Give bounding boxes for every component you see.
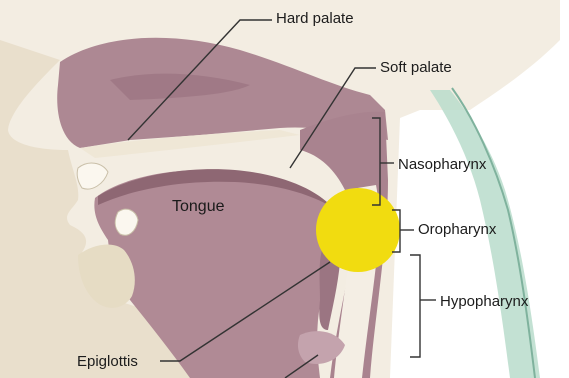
bracket-hypopharynx [410, 255, 420, 357]
label-tongue: Tongue [172, 198, 225, 216]
label-oropharynx: Oropharynx [418, 221, 496, 239]
oropharynx-highlight [316, 188, 400, 272]
label-nasopharynx: Nasopharynx [398, 156, 486, 174]
label-soft-palate: Soft palate [380, 59, 452, 77]
label-hypopharynx: Hypopharynx [440, 293, 528, 311]
label-hard-palate: Hard palate [276, 10, 354, 28]
label-epiglottis: Epiglottis [77, 353, 138, 371]
